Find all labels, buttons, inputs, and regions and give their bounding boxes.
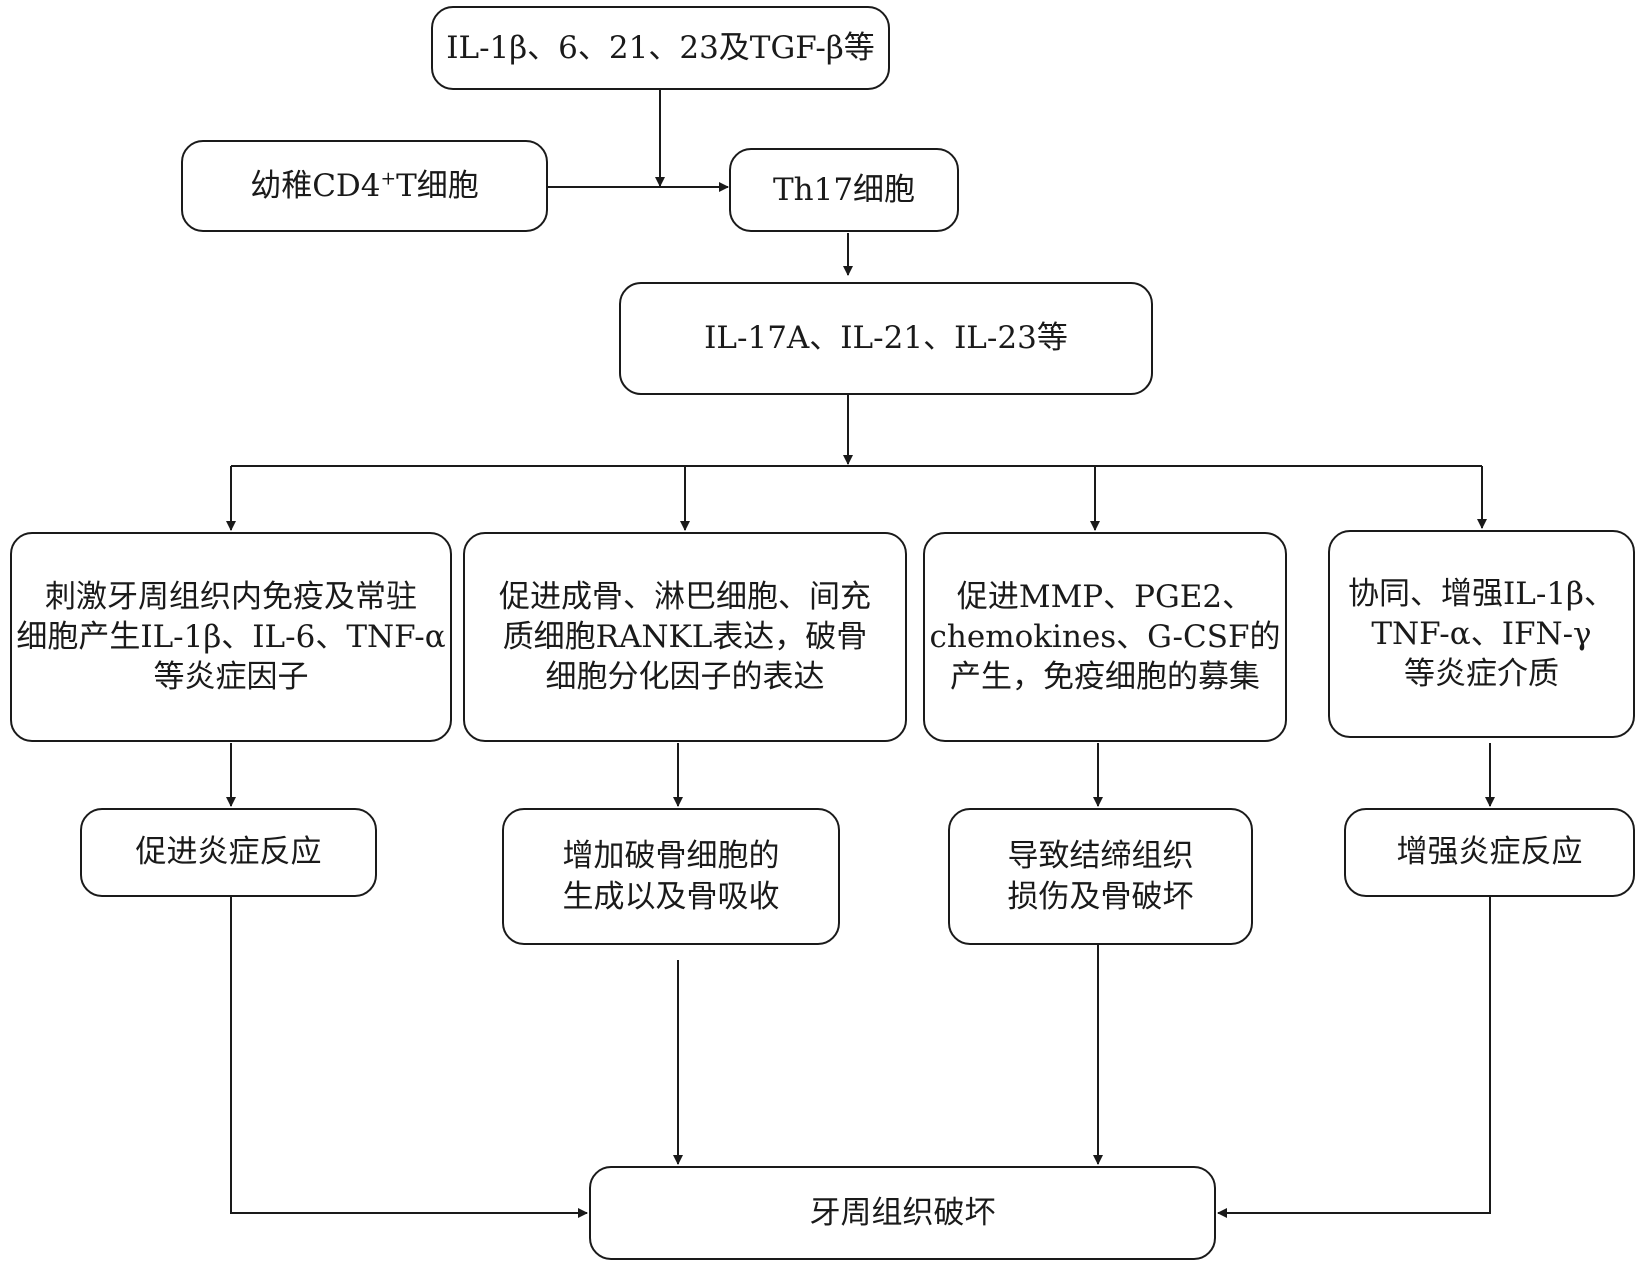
node-cytokines-input: IL-1β、6、21、23及TGF-β等 — [431, 6, 890, 90]
effect2-line-2: 质细胞RANKL表达，破骨 — [502, 618, 868, 655]
effect2-line-3: 细胞分化因子的表达 — [545, 659, 825, 696]
result2-line-1: 增加破骨细胞的 — [562, 838, 780, 875]
effect4-line-3: 等炎症介质 — [1403, 656, 1559, 693]
naive-cd4-suffix: T细胞 — [396, 167, 479, 204]
final-text: 牙周组织破坏 — [809, 1194, 996, 1231]
effect3-line-2: chemokines、G-CSF的 — [929, 618, 1281, 655]
node-final-periodontal-destruction: 牙周组织破坏 — [589, 1166, 1216, 1260]
result2-line-2: 生成以及骨吸收 — [562, 878, 780, 915]
result3-line-2: 损伤及骨破坏 — [1007, 878, 1194, 915]
node-effect-inflammatory-factors: 刺激牙周组织内免疫及常驻 细胞产生IL-1β、IL-6、TNF-α 等炎症因子 — [10, 532, 452, 742]
naive-cd4-superscript: + — [380, 168, 397, 190]
effect1-line-3: 等炎症因子 — [153, 659, 309, 696]
node-naive-cd4: 幼稚CD4+T细胞 — [181, 140, 548, 232]
naive-cd4-prefix: 幼稚CD4 — [250, 167, 381, 204]
effect1-line-1: 刺激牙周组织内免疫及常驻 — [45, 578, 417, 615]
effect4-line-2: TNF-α、IFN-γ — [1371, 615, 1592, 652]
effect4-line-1: 协同、增强IL-1β、 — [1348, 575, 1615, 612]
arrow-result1-to-final — [230, 897, 588, 1218]
node-th17-text: Th17细胞 — [772, 171, 916, 208]
node-th17: Th17细胞 — [729, 148, 959, 232]
result3-line-1: 导致结缔组织 — [1007, 838, 1194, 875]
effect3-line-3: 产生，免疫细胞的募集 — [950, 659, 1260, 696]
node-result-tissue-damage: 导致结缔组织 损伤及骨破坏 — [948, 808, 1253, 945]
node-naive-cd4-text: 幼稚CD4+T细胞 — [250, 166, 479, 206]
node-effect-rankl: 促进成骨、淋巴细胞、间充 质细胞RANKL表达，破骨 细胞分化因子的表达 — [463, 532, 907, 742]
node-effect-synergy: 协同、增强IL-1β、 TNF-α、IFN-γ 等炎症介质 — [1328, 530, 1635, 738]
effect3-line-1: 促进MMP、PGE2、 — [956, 578, 1254, 615]
node-result-promote-inflammation: 促进炎症反应 — [80, 808, 377, 897]
node-cytokines-input-text: IL-1β、6、21、23及TGF-β等 — [446, 29, 875, 66]
effect2-line-1: 促进成骨、淋巴细胞、间充 — [499, 578, 871, 615]
node-il17: IL-17A、IL-21、IL-23等 — [619, 282, 1153, 395]
node-result-osteoclast: 增加破骨细胞的 生成以及骨吸收 — [502, 808, 840, 945]
node-il17-text: IL-17A、IL-21、IL-23等 — [704, 320, 1068, 357]
result1-text: 促进炎症反应 — [135, 834, 322, 871]
effect1-line-2: 细胞产生IL-1β、IL-6、TNF-α — [16, 618, 446, 655]
node-result-enhance-inflammation: 增强炎症反应 — [1344, 808, 1635, 897]
result4-text: 增强炎症反应 — [1396, 834, 1583, 871]
arrow-result4-to-final — [1217, 897, 1491, 1218]
node-effect-mmp: 促进MMP、PGE2、 chemokines、G-CSF的 产生，免疫细胞的募集 — [923, 532, 1287, 742]
